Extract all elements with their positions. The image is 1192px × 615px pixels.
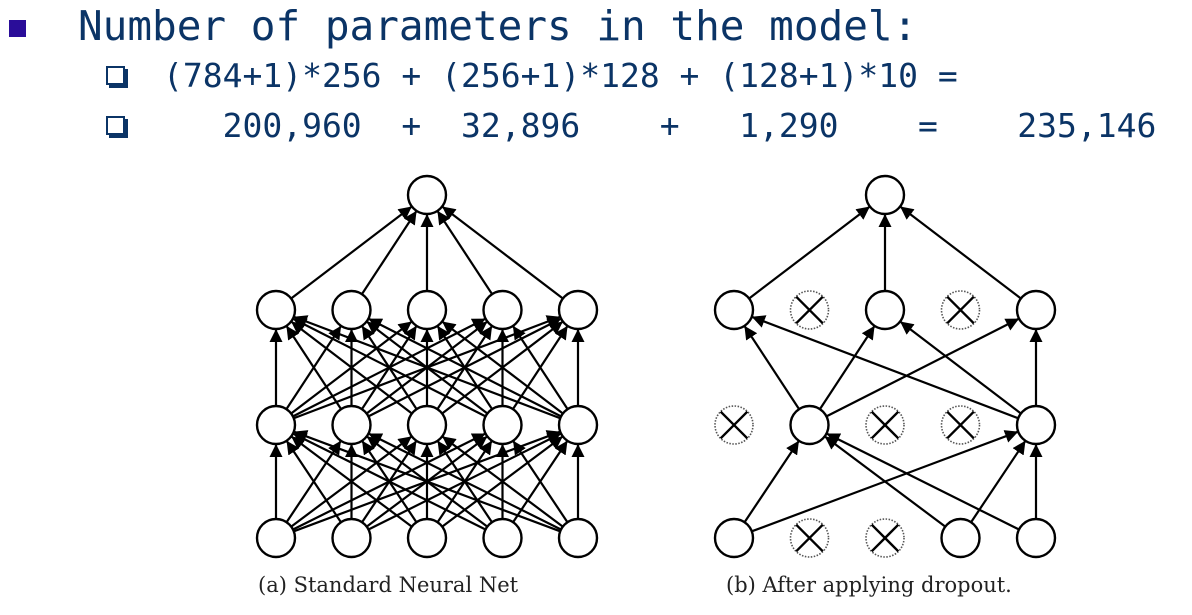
neuron	[557, 289, 599, 331]
dropped-neuron-icon	[714, 405, 754, 445]
connection-arrow	[441, 205, 564, 300]
formula-line: (784+1)*256 + (256+1)*128 + (128+1)*10 =	[163, 56, 958, 95]
connection-arrow	[361, 210, 418, 295]
neuron	[1015, 404, 1057, 446]
connection-arrow	[441, 320, 564, 415]
dropped-neuron-icon	[940, 405, 981, 445]
connection-arrow	[819, 325, 876, 410]
neuron	[482, 289, 523, 331]
connection-arrow	[292, 432, 486, 531]
neuron	[557, 404, 599, 446]
connection-arrow	[368, 432, 562, 531]
connection-arrow	[825, 317, 1020, 418]
neuron	[864, 289, 906, 331]
connection-arrow	[899, 320, 1022, 415]
neuron	[406, 174, 448, 216]
connection-arrow	[285, 325, 342, 410]
connection-arrow	[290, 435, 413, 528]
connection-arrow	[970, 440, 1027, 523]
connection-arrow	[751, 315, 1019, 420]
neuron	[406, 404, 448, 446]
neuron	[1015, 517, 1057, 559]
neuron	[255, 289, 297, 331]
connection-arrow	[292, 317, 487, 418]
connection-arrow	[743, 325, 800, 410]
checkbox-bullet-icon	[106, 66, 125, 85]
connection-arrow	[512, 325, 569, 410]
neuron	[331, 517, 372, 559]
neuron	[1015, 289, 1057, 331]
connection-arrow	[441, 435, 564, 528]
connection-arrow	[748, 205, 871, 300]
connection-arrow	[293, 315, 561, 420]
connection-arrow	[285, 440, 342, 523]
neuron	[482, 404, 523, 446]
caption-dropout-net: (b) After applying dropout.	[726, 573, 1012, 597]
neuron	[331, 289, 372, 331]
result-line: 200,960 + 32,896 + 1,290 = 235,146	[163, 106, 1157, 145]
neuron	[482, 517, 523, 559]
connection-arrow	[899, 205, 1022, 300]
connection-arrow	[436, 210, 493, 295]
dropped-neuron-icon	[865, 518, 905, 558]
connection-arrow	[743, 440, 800, 523]
neuron	[789, 404, 830, 446]
connection-arrow	[293, 430, 561, 533]
neuron	[255, 404, 297, 446]
connection-arrow	[826, 432, 1020, 531]
connection-arrow	[512, 440, 569, 523]
dropped-neuron-icon	[789, 290, 830, 330]
neuron	[406, 517, 448, 559]
neuron	[713, 517, 755, 559]
neuron	[557, 517, 599, 559]
dropped-neuron-icon	[940, 290, 981, 330]
heading-bullet	[9, 20, 26, 37]
neuron	[331, 404, 372, 446]
connection-arrow	[824, 435, 946, 528]
neuron	[940, 517, 981, 559]
connection-arrow	[367, 317, 562, 418]
connection-arrow	[290, 320, 413, 415]
slide-heading: Number of parameters in the model:	[78, 2, 918, 50]
neuron	[406, 289, 448, 331]
dropped-neuron-icon	[865, 405, 905, 445]
connection-arrow	[290, 205, 413, 300]
checkbox-bullet-icon	[106, 116, 125, 135]
neuron	[864, 174, 906, 216]
dropped-neuron-icon	[789, 518, 830, 558]
neuron	[713, 289, 755, 331]
neuron	[255, 517, 297, 559]
caption-standard-net: (a) Standard Neural Net	[258, 573, 519, 597]
